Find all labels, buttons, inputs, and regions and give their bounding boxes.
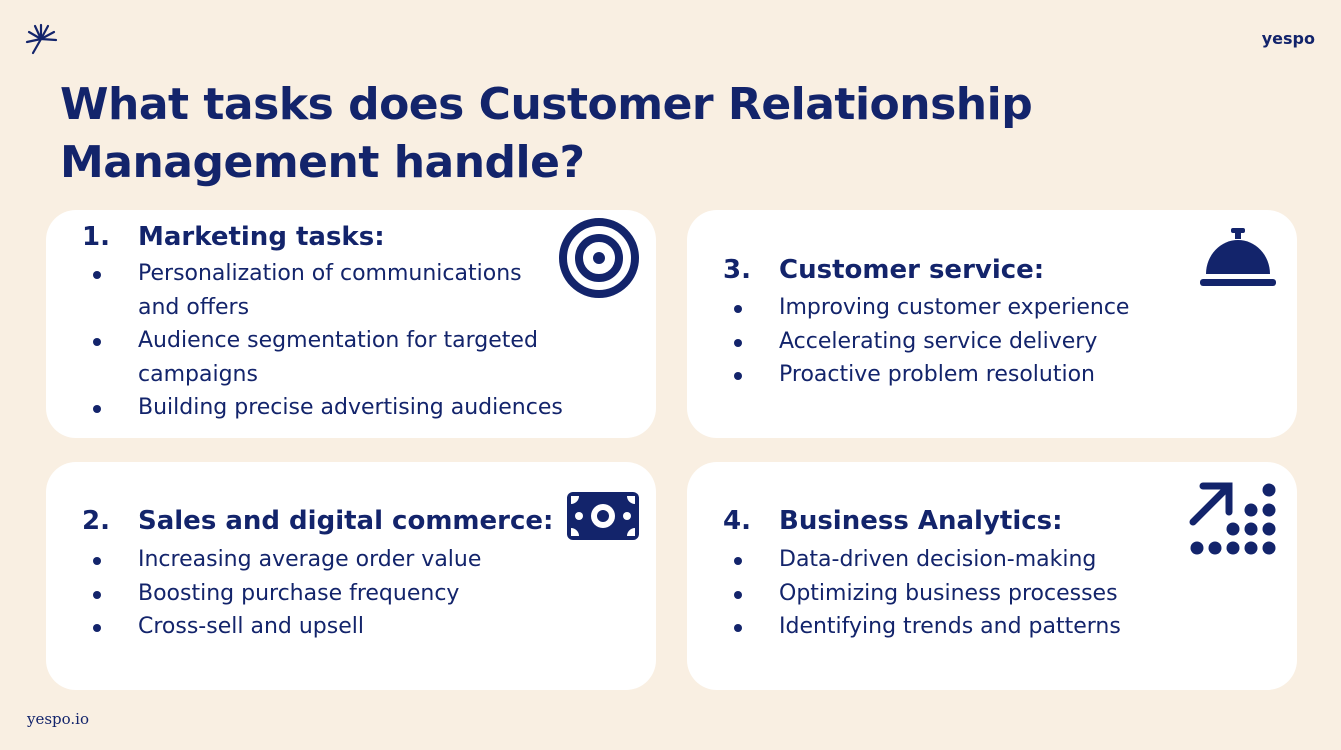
growth-chart-icon: [1189, 482, 1276, 555]
title-line-2: Management handle?: [60, 137, 585, 188]
list-item: Personalization of communications and of…: [93, 257, 558, 324]
list-item: Data-driven decision-making: [734, 543, 1269, 577]
card-heading: Business Analytics:: [779, 506, 1063, 536]
card-heading: Customer service:: [779, 255, 1045, 285]
title-line-1: What tasks does Customer Relationship: [60, 79, 1033, 130]
list-item: Identifying trends and patterns: [734, 610, 1269, 644]
list-item: Accelerating service delivery: [734, 325, 1269, 359]
logo-icon: [25, 23, 58, 55]
list-item: Optimizing business processes: [734, 577, 1269, 611]
card-customer-service: 3. Customer service: Improving customer …: [687, 210, 1297, 438]
card-list: Improving customer experience Accelerati…: [734, 291, 1269, 392]
card-number: 4.: [723, 506, 751, 536]
list-item: Boosting purchase frequency: [93, 577, 628, 611]
list-item: Cross-sell and upsell: [93, 610, 628, 644]
card-list: Data-driven decision-making Optimizing b…: [734, 543, 1269, 644]
card-number: 3.: [723, 255, 751, 285]
page-title: What tasks does Customer Relationship Ma…: [60, 76, 1160, 192]
card-heading: Marketing tasks:: [138, 222, 385, 252]
list-item: Audience segmentation for targeted campa…: [93, 324, 558, 391]
card-number: 2.: [82, 506, 110, 536]
card-marketing: 1. Marketing tasks: Personalization of c…: [46, 210, 656, 438]
card-list: Increasing average order value Boosting …: [93, 543, 628, 644]
card-business-analytics: 4. Business Analytics: Data-driven decis…: [687, 462, 1297, 690]
list-item: Proactive problem resolution: [734, 358, 1269, 392]
card-list: Personalization of communications and of…: [93, 257, 563, 425]
card-sales: 2. Sales and digital commerce: Increasin…: [46, 462, 656, 690]
list-item: Improving customer experience: [734, 291, 1269, 325]
list-item: Building precise advertising audiences: [93, 391, 638, 425]
card-number: 1.: [82, 222, 110, 252]
service-bell-icon: [1200, 228, 1276, 286]
footer-url: yespo.io: [27, 710, 90, 728]
card-heading: Sales and digital commerce:: [138, 506, 554, 536]
target-icon: [559, 218, 639, 298]
banknote-icon: [567, 492, 639, 540]
brand-name: yespo: [1261, 29, 1315, 48]
list-item: Increasing average order value: [93, 543, 628, 577]
